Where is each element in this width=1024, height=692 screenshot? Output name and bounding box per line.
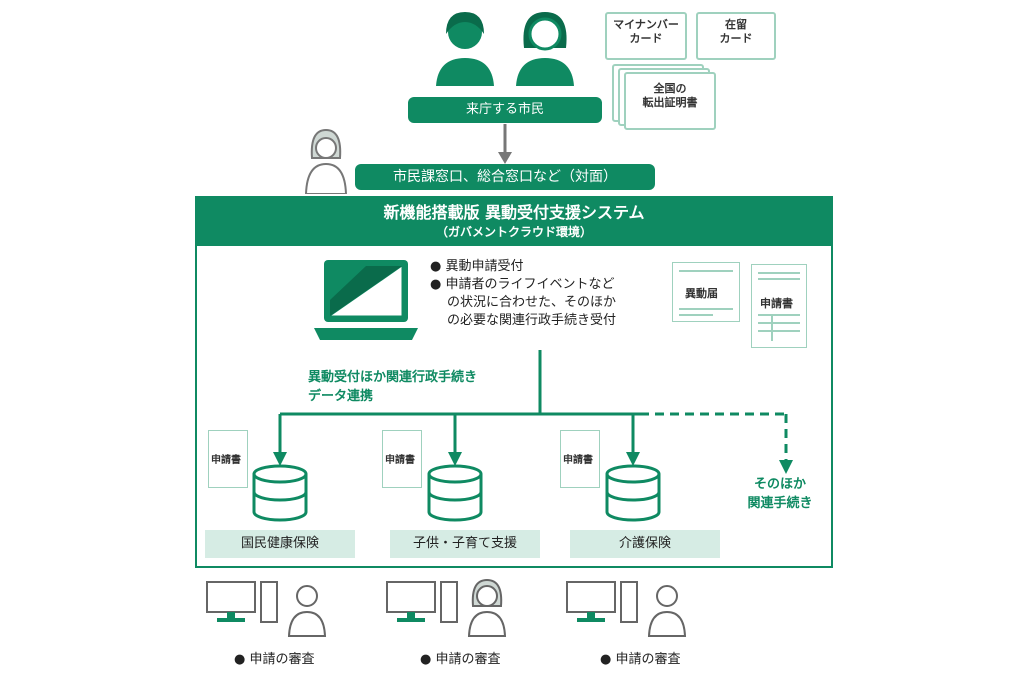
data-link-label: 異動受付ほか関連行政手続き データ連携 [308,368,477,406]
feature-item-cont: の状況に合わせた、そのほか [447,295,617,310]
citizen-man-icon [436,12,494,86]
residence-card: 在留 カード [696,12,776,60]
residence-card-line2: カード [719,32,753,45]
move-notice-document: 異動届 [672,262,740,322]
desktop-computer-icon [566,581,638,623]
document-lines-icon [679,270,733,316]
system-subtitle: （ガバメントクラウド環境） [435,225,592,239]
mynumber-card: マイナンバー カード [605,12,687,60]
database-icon [605,464,661,522]
other-line2: 関連手続き [747,496,813,511]
feature-item: ● 異動申請受付 [430,259,524,274]
reviewer-icon [647,585,687,637]
review-workstation-2 [386,578,507,637]
down-arrow-icon [498,124,512,164]
mynumber-card-line1: マイナンバー [613,18,679,31]
laptop-icon [314,260,418,340]
dept-label: 国民健康保険 [205,530,355,558]
move-notice-label: 異動届 [685,287,718,300]
system-header: 新機能搭載版 異動受付支援システム （ガバメントクラウド環境） [197,198,831,246]
transfer-cert-line2: 転出証明書 [642,96,698,109]
dept-label: 子供・子育て支援 [390,530,540,558]
review-text: 申請の審査 [249,652,315,667]
dept-application-document: 申請書 [208,430,248,488]
application-document: 申請書 [751,264,807,348]
feature-item-cont: の必要な関連行政手続き受付 [447,313,617,328]
desktop-computer-icon [386,581,458,623]
data-link-line2: データ連携 [308,389,374,404]
citizen-woman-icon [516,12,574,86]
review-label: ● 申請の審査 [600,652,681,667]
database-icon [252,464,308,522]
database-icon [427,464,483,522]
feature-related-line1: 申請者のライフイベントなど [445,277,615,292]
staff-icon [304,128,348,194]
transfer-certificate: 全国の 転出証明書 [624,72,716,130]
data-link-line1: 異動受付ほか関連行政手続き [308,370,478,385]
dept-label: 介護保険 [570,530,720,558]
application-label: 申請書 [760,297,793,310]
transfer-cert-line1: 全国の [653,82,687,95]
review-text: 申請の審査 [435,652,501,667]
mynumber-card-line2: カード [629,32,663,45]
review-label: ● 申請の審査 [420,652,501,667]
desktop-computer-icon [206,581,278,623]
system-box: 新機能搭載版 異動受付支援システム （ガバメントクラウド環境） [195,196,833,568]
counter-label: 市民課窓口、総合窓口など（対面） [355,164,655,190]
other-procedures-label: そのほか 関連手続き [730,475,830,513]
dept-document-label: 申請書 [385,455,415,466]
review-label: ● 申請の審査 [234,652,315,667]
reviewer-icon [287,585,327,637]
system-features: ● 異動申請受付 ● 申請者のライフイベントなど の状況に合わせた、そのほか の… [430,258,680,330]
review-text: 申請の審査 [615,652,681,667]
document-lines-icon [758,272,800,341]
review-workstation-3 [566,581,687,637]
review-workstation-1 [206,581,327,637]
feature-item: ● 申請者のライフイベントなど [430,277,615,292]
residence-card-line1: 在留 [725,18,747,31]
dept-application-document: 申請書 [560,430,600,488]
reviewer-icon [467,578,507,637]
dept-document-label: 申請書 [211,455,241,466]
dept-application-document: 申請書 [382,430,422,488]
dept-document-label: 申請書 [563,455,593,466]
citizen-label: 来庁する市民 [408,97,602,123]
feature-move-text: 異動申請受付 [445,259,524,274]
other-line1: そのほか [753,477,806,492]
system-title: 新機能搭載版 異動受付支援システム [383,203,645,222]
